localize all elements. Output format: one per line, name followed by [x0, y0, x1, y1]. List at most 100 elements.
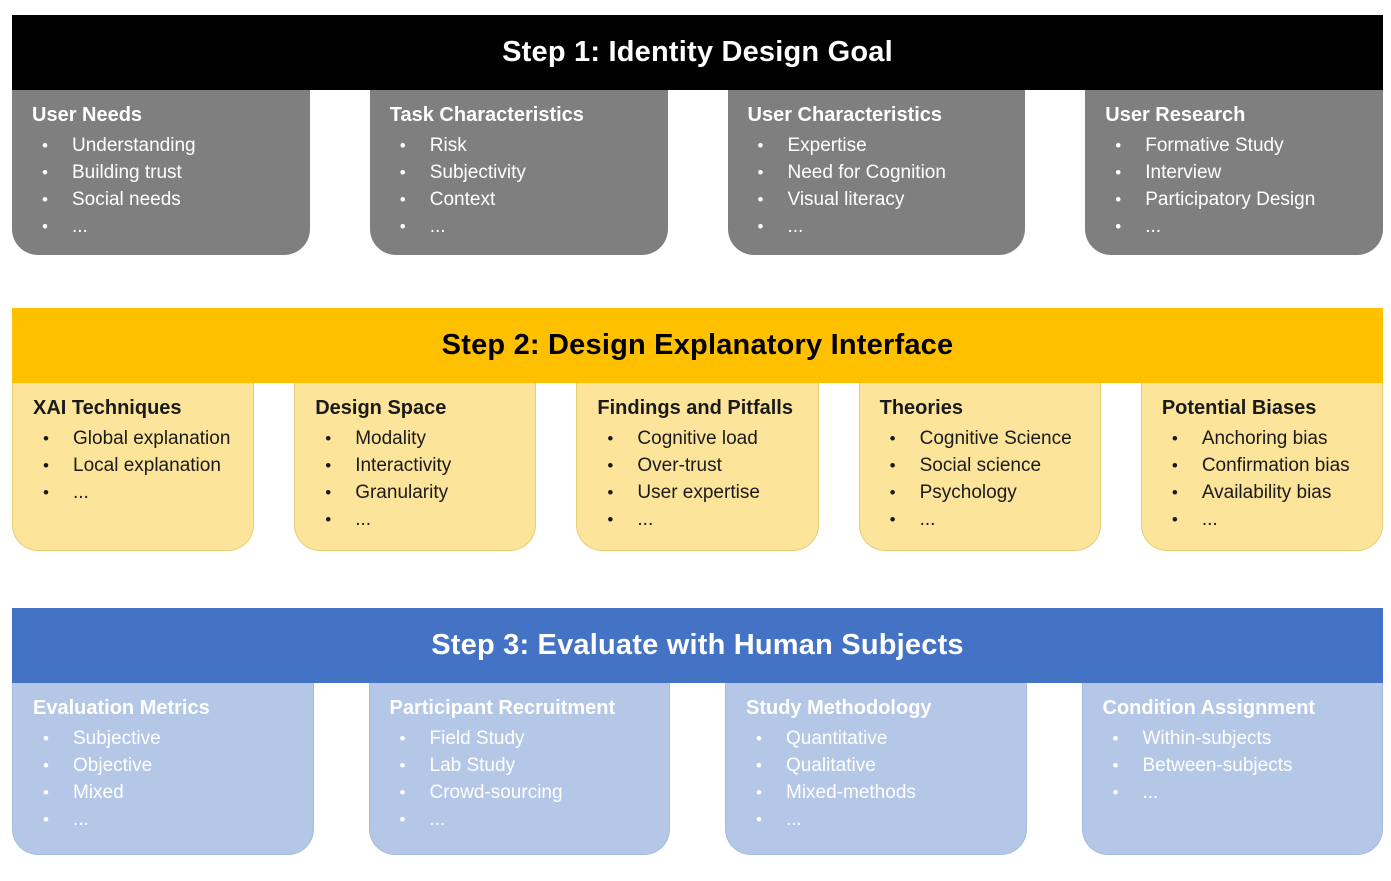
- card-evaluation-metrics: Evaluation Metrics Subjective Objective …: [12, 683, 314, 855]
- card-item: Context: [390, 186, 652, 213]
- card-item: Interview: [1105, 159, 1367, 186]
- card-item: Modality: [315, 425, 519, 452]
- card-item: Global explanation: [33, 425, 237, 452]
- card-item: Availability bias: [1162, 479, 1366, 506]
- card-heading: XAI Techniques: [33, 397, 182, 419]
- step-3-header: Step 3: Evaluate with Human Subjects: [12, 608, 1383, 683]
- step-1-section: Step 1: Identity Design Goal User Needs …: [12, 15, 1383, 255]
- card-item: Social needs: [32, 186, 294, 213]
- card-item: Psychology: [880, 479, 1084, 506]
- card-item: Mixed: [33, 779, 297, 806]
- card-item: Formative Study: [1105, 132, 1367, 159]
- card-heading: Theories: [879, 397, 963, 419]
- card-potential-biases: Potential Biases Anchoring bias Confirma…: [1140, 383, 1384, 551]
- card-item: Participatory Design: [1105, 186, 1367, 213]
- card-participant-recruitment: Participant Recruitment Field Study Lab …: [368, 683, 670, 855]
- step-2-cards: XAI Techniques Global explanation Local …: [12, 383, 1384, 551]
- card-item: Need for Cognition: [748, 159, 1010, 186]
- step-3-cards: Evaluation Metrics Subjective Objective …: [12, 683, 1383, 855]
- card-heading: Task Characteristics: [389, 104, 584, 126]
- card-item: ...: [315, 506, 519, 533]
- card-item-list: Subjective Objective Mixed ...: [33, 725, 297, 833]
- card-item-list: Risk Subjectivity Context ...: [390, 132, 652, 240]
- card-item: Cognitive Science: [880, 425, 1084, 452]
- card-heading: Study Methodology: [746, 697, 932, 719]
- card-item: ...: [1105, 213, 1367, 240]
- step-1-header: Step 1: Identity Design Goal: [12, 15, 1383, 90]
- step-1-cards: User Needs Understanding Building trust …: [12, 90, 1383, 255]
- card-item: ...: [390, 806, 654, 833]
- card-item: Qualitative: [746, 752, 1010, 779]
- card-item-list: Global explanation Local explanation ...: [33, 425, 237, 506]
- card-heading: Potential Biases: [1161, 397, 1317, 419]
- card-item: ...: [1103, 779, 1367, 806]
- step-3-section: Step 3: Evaluate with Human Subjects Eva…: [12, 608, 1383, 855]
- card-item: ...: [880, 506, 1084, 533]
- card-item: Over-trust: [597, 452, 801, 479]
- card-item-list: Cognitive load Over-trust User expertise…: [597, 425, 801, 533]
- card-item: User expertise: [597, 479, 801, 506]
- card-item-list: Within-subjects Between-subjects ...: [1103, 725, 1367, 806]
- card-findings-and-pitfalls: Findings and Pitfalls Cognitive load Ove…: [576, 383, 819, 551]
- card-user-characteristics: User Characteristics Expertise Need for …: [727, 90, 1026, 255]
- card-heading: Condition Assignment: [1102, 697, 1316, 719]
- card-item: ...: [597, 506, 801, 533]
- card-condition-assignment: Condition Assignment Within-subjects Bet…: [1081, 683, 1383, 855]
- card-item: ...: [1162, 506, 1366, 533]
- card-heading: Design Space: [315, 397, 447, 419]
- card-item: Cognitive load: [597, 425, 801, 452]
- card-heading: User Research: [1105, 104, 1246, 126]
- card-item: Field Study: [390, 725, 654, 752]
- step-2-section: Step 2: Design Explanatory Interface XAI…: [12, 308, 1384, 551]
- card-item: ...: [746, 806, 1010, 833]
- card-item: Visual literacy: [748, 186, 1010, 213]
- card-item: Understanding: [32, 132, 294, 159]
- card-item: Lab Study: [390, 752, 654, 779]
- card-heading: User Needs: [32, 104, 143, 126]
- card-task-characteristics: Task Characteristics Risk Subjectivity C…: [369, 90, 668, 255]
- card-item: Subjectivity: [390, 159, 652, 186]
- card-item: Social science: [880, 452, 1084, 479]
- card-user-research: User Research Formative Study Interview …: [1085, 90, 1383, 255]
- step-1-title: Step 1: Identity Design Goal: [502, 36, 893, 68]
- card-item: Building trust: [32, 159, 294, 186]
- card-theories: Theories Cognitive Science Social scienc…: [858, 383, 1101, 551]
- card-design-space: Design Space Modality Interactivity Gran…: [294, 383, 537, 551]
- step-2-header: Step 2: Design Explanatory Interface: [12, 308, 1383, 383]
- card-item: Risk: [390, 132, 652, 159]
- card-item: Mixed-methods: [746, 779, 1010, 806]
- card-heading: Findings and Pitfalls: [597, 397, 793, 419]
- card-item: Confirmation bias: [1162, 452, 1366, 479]
- card-item: Between-subjects: [1103, 752, 1367, 779]
- card-item: Quantitative: [746, 725, 1010, 752]
- card-xai-techniques: XAI Techniques Global explanation Local …: [12, 383, 255, 551]
- step-3-title: Step 3: Evaluate with Human Subjects: [431, 629, 964, 661]
- card-item: Subjective: [33, 725, 297, 752]
- card-item: Crowd-sourcing: [390, 779, 654, 806]
- card-item: Local explanation: [33, 452, 237, 479]
- card-item: ...: [748, 213, 1010, 240]
- card-item-list: Modality Interactivity Granularity ...: [315, 425, 519, 533]
- card-item: Expertise: [748, 132, 1010, 159]
- card-heading: User Characteristics: [747, 104, 943, 126]
- step-2-title: Step 2: Design Explanatory Interface: [441, 329, 954, 361]
- card-item: Interactivity: [315, 452, 519, 479]
- card-user-needs: User Needs Understanding Building trust …: [12, 90, 310, 255]
- card-item: Granularity: [315, 479, 519, 506]
- card-item-list: Expertise Need for Cognition Visual lite…: [748, 132, 1010, 240]
- card-item: Objective: [33, 752, 297, 779]
- card-heading: Participant Recruitment: [389, 697, 616, 719]
- card-item: Within-subjects: [1103, 725, 1367, 752]
- card-item-list: Anchoring bias Confirmation bias Availab…: [1162, 425, 1366, 533]
- card-study-methodology: Study Methodology Quantitative Qualitati…: [725, 683, 1027, 855]
- card-item: ...: [33, 479, 237, 506]
- card-item-list: Understanding Building trust Social need…: [32, 132, 294, 240]
- card-item: ...: [33, 806, 297, 833]
- card-item: ...: [32, 213, 294, 240]
- card-item: Anchoring bias: [1162, 425, 1366, 452]
- card-item-list: Cognitive Science Social science Psychol…: [880, 425, 1084, 533]
- card-heading: Evaluation Metrics: [33, 697, 210, 719]
- card-item-list: Field Study Lab Study Crowd-sourcing ...: [390, 725, 654, 833]
- card-item-list: Formative Study Interview Participatory …: [1105, 132, 1367, 240]
- card-item: ...: [390, 213, 652, 240]
